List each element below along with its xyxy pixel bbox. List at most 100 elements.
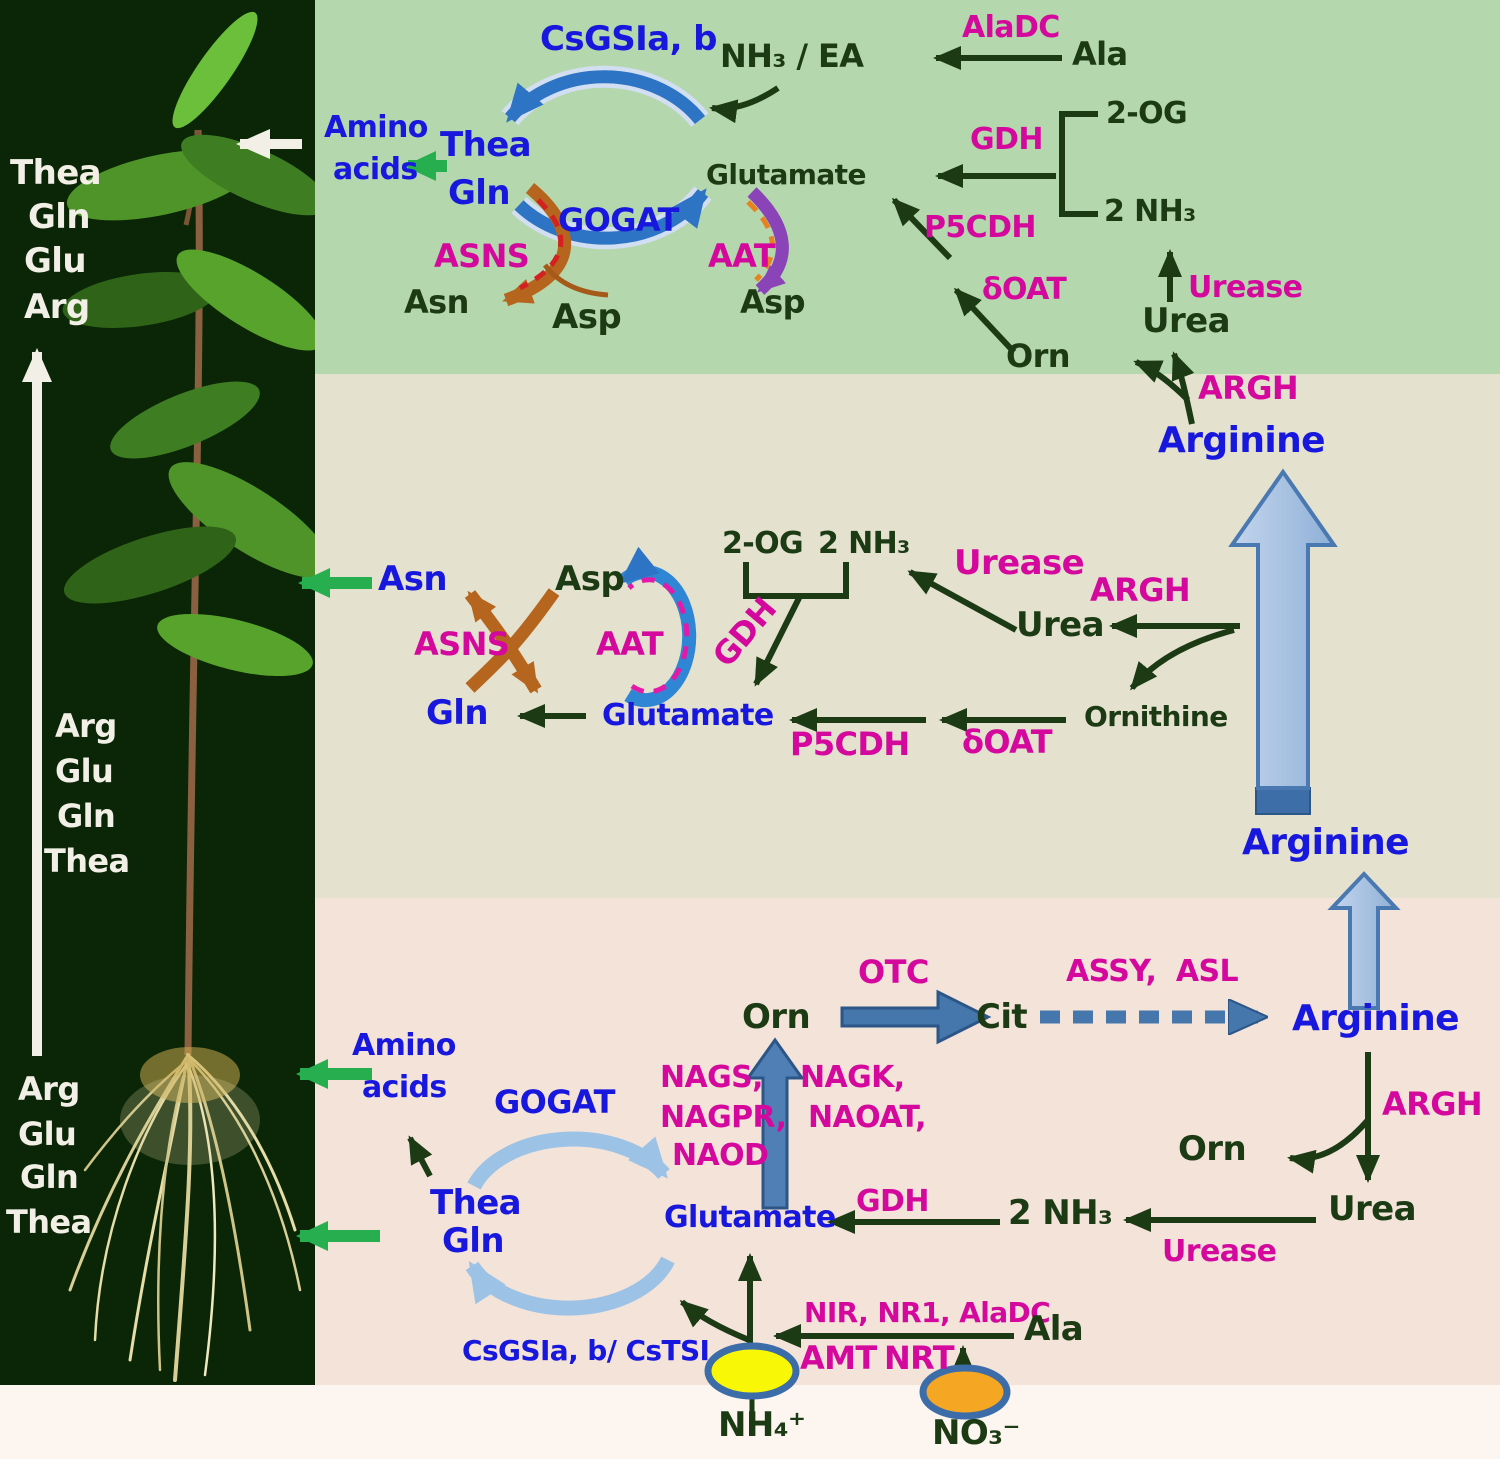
root-ala-label: Ala [1024, 1309, 1084, 1349]
plant-mid-label-thea: Thea [44, 842, 130, 880]
no3-label: NO₃⁻ [932, 1413, 1020, 1453]
plant-bottom-label-gln: Gln [20, 1158, 79, 1196]
nh4-transporter-ellipse [704, 1342, 800, 1414]
stem-2og-label: 2-OG [722, 526, 804, 561]
root-cit-label: Cit [976, 997, 1028, 1037]
plant-mid-label-glu: Glu [55, 752, 114, 790]
root-thea-to-amino-arrow [407, 1135, 433, 1178]
leaf-asn-label: Asn [404, 283, 469, 321]
stem-2nh3-label: 2 NH₃ [818, 526, 910, 561]
plant-bottom-label-thea: Thea [6, 1203, 92, 1241]
root-nags-label: NAGS, [660, 1060, 764, 1095]
stem-glutamate-label: Glutamate [602, 698, 774, 733]
root-urease-label: Urease [1162, 1234, 1277, 1269]
root-amt-label: AMT [800, 1339, 877, 1377]
root-glutamate-label: Glutamate [664, 1200, 836, 1235]
stem-arginine-top-label: Arginine [1158, 420, 1326, 461]
leaf-asns-label: ASNS [434, 237, 530, 275]
stem-big-arginine-arrow [1228, 468, 1338, 815]
leaf-urea-label: Urea [1142, 301, 1231, 341]
stem-argh-arrows [1109, 614, 1240, 691]
leaf-ala-label: Ala [1072, 35, 1128, 73]
root-argh-label: ARGH [1382, 1085, 1483, 1123]
stem-p5cdh-label: P5CDH [790, 725, 910, 763]
root-orn-label: Orn [742, 997, 811, 1037]
nh4-label: NH₄⁺ [718, 1405, 806, 1445]
leaf-aladc-label: AlaDC [962, 10, 1060, 45]
plant-top-label-thea: Thea [10, 153, 102, 193]
root-gs-gogat-cycle [465, 1131, 675, 1316]
root-naod-label: NAOD [672, 1138, 769, 1173]
root-amino-label: Amino [352, 1028, 456, 1063]
stem-urease-arrow [907, 569, 1018, 633]
stem-small-arginine-arrow [1327, 871, 1401, 1010]
stem-urease-label: Urease [954, 543, 1085, 583]
root-acids-label: acids [362, 1070, 447, 1105]
leaf-nh3-entry-arrow [709, 85, 780, 124]
no3-transporter-ellipse [919, 1364, 1011, 1420]
leaf-p5cdh-arrow [891, 197, 953, 261]
root-otc-label: OTC [858, 953, 929, 991]
leaf-thea-label: Thea [440, 125, 532, 165]
root-naoat-label: NAOAT, [808, 1100, 927, 1135]
root-nrt-label: NRT [884, 1339, 955, 1377]
plant-photo [0, 0, 315, 1385]
leaf-nh3-ea-label: NH₃ / EA [720, 37, 864, 75]
leaf-orn-label: Orn [1006, 337, 1071, 375]
root-2nh3-label: 2 NH₃ [1008, 1193, 1113, 1233]
root-gdh-label: GDH [856, 1184, 929, 1219]
root-gs-ts-label: CsGSIa, b/ CsTSI [462, 1334, 710, 1367]
root-gogat-label: GOGAT [494, 1083, 615, 1121]
stem-asp-label: Asp [555, 559, 625, 599]
root-orn2-label: Orn [1178, 1129, 1247, 1169]
leaf-urease-label: Urease [1188, 270, 1303, 305]
stem-urea-label: Urea [1016, 605, 1105, 645]
leaf-argh-label: ARGH [1198, 369, 1299, 407]
leaf-argh-arrows [1133, 351, 1195, 425]
stem-aat-cycle-arrow [619, 546, 697, 708]
leaf-asp-left-label: Asp [552, 297, 622, 337]
stem-asns-label: ASNS [414, 625, 510, 663]
leaf-gln-label: Gln [448, 173, 511, 213]
leaf-section-bg [315, 0, 1500, 374]
leaf-aat-label: AAT [708, 237, 776, 275]
stem-arginine-bottom-label: Arginine [1242, 822, 1410, 863]
root-glutamate-to-orn-arrow [745, 1037, 805, 1210]
root-thea-label: Thea [430, 1183, 522, 1223]
stem-asn-label: Asn [378, 559, 448, 599]
stem-gdh-bracket [743, 562, 849, 599]
stem-asns-cross-arrows [464, 588, 560, 694]
stem-argh-label: ARGH [1090, 571, 1191, 609]
plant-top-label-glu: Glu [24, 241, 87, 281]
leaf-doat-label: δOAT [982, 272, 1067, 307]
plant-mid-label-gln: Gln [57, 797, 116, 835]
plant-bottom-label-arg: Arg [18, 1070, 80, 1108]
leaf-doat-arrow [953, 287, 1017, 355]
leaf-acids-label: acids [333, 152, 418, 187]
plant-roots [68, 1047, 302, 1382]
leaf-gdh-label: GDH [970, 122, 1043, 157]
plant-top-label-gln: Gln [28, 197, 91, 237]
stem-gln-label: Gln [426, 693, 489, 733]
leaf-p5cdh-label: P5CDH [924, 210, 1036, 245]
stem-doat-label: δOAT [962, 723, 1053, 761]
root-argh-arrows [1287, 1052, 1380, 1183]
plant-leaves [62, 11, 315, 677]
leaf-asns-arrow [502, 182, 609, 307]
leaf-aat-arrow [746, 187, 789, 295]
root-gln-label: Gln [442, 1221, 505, 1261]
root-nh4-to-cycle-arrow [679, 1299, 751, 1343]
root-nagpr-label: NAGPR, [660, 1100, 787, 1135]
root-urea-label: Urea [1328, 1189, 1417, 1229]
root-arginine-label: Arginine [1292, 998, 1460, 1039]
stem-aat-label: AAT [596, 625, 664, 663]
root-nagk-label: NAGK, [800, 1060, 905, 1095]
plant-mid-label-arg: Arg [55, 707, 117, 745]
leaf-asp-right-label: Asp [740, 283, 806, 321]
root-assy-asl-label: ASSY, ASL [1066, 954, 1239, 989]
plant-top-label-arg: Arg [24, 287, 90, 327]
leaf-2nh3-label: 2 NH₃ [1104, 194, 1196, 229]
leaf-glutamate-label: Glutamate [706, 158, 866, 191]
